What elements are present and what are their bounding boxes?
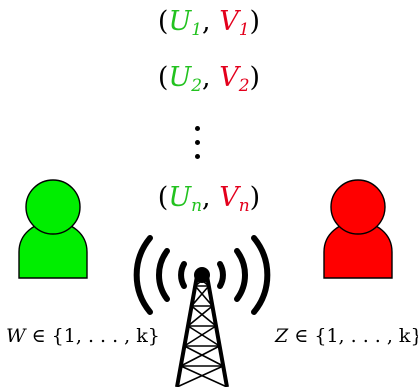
u-1-subscript: 1 <box>191 20 203 40</box>
person-icon <box>18 179 88 279</box>
wave-left-outer <box>133 235 153 315</box>
wave-right-outer <box>251 235 271 315</box>
v-n-letter: V <box>219 182 239 213</box>
wave-left-inner <box>178 261 187 289</box>
left-user-variable: W <box>6 325 26 347</box>
v-1-letter: V <box>219 6 239 37</box>
v-2-subscript: 2 <box>238 76 250 96</box>
wave-right-middle <box>234 248 248 302</box>
person-head <box>330 179 386 235</box>
u-n-subscript: n <box>191 196 203 216</box>
open-paren: ( <box>157 6 169 37</box>
v-1: V1 <box>219 6 250 40</box>
open-paren: ( <box>157 62 169 93</box>
open-paren: ( <box>157 182 169 213</box>
u-n: Un <box>168 182 203 216</box>
comma: , <box>202 62 211 93</box>
comma: , <box>202 6 211 37</box>
radio-tower-icon <box>133 235 271 387</box>
right-user-range: Z ∈ {1, . . . , k} <box>275 324 418 348</box>
u-1: U1 <box>168 6 203 40</box>
vertical-ellipsis <box>192 124 204 164</box>
u-n-letter: U <box>168 182 192 213</box>
tower-crossbars <box>180 285 224 367</box>
close-paren: ) <box>249 182 261 213</box>
close-paren: ) <box>249 62 261 93</box>
v-2-letter: V <box>219 62 239 93</box>
ellipsis-dot <box>195 140 200 145</box>
person-head <box>25 179 81 235</box>
tower-outline <box>175 275 229 387</box>
u-2-subscript: 2 <box>191 76 203 96</box>
broadcast-waves <box>133 235 271 315</box>
wave-right-inner <box>217 261 226 289</box>
pair-2: (U2, V2) <box>0 62 418 96</box>
u-2: U2 <box>168 62 203 96</box>
tower-lattice <box>175 275 229 387</box>
v-2: V2 <box>219 62 250 96</box>
left-user-set: ∈ {1, . . . , k} <box>31 325 160 347</box>
pair-n: (Un, Vn) <box>0 182 418 216</box>
v-n: Vn <box>219 182 250 216</box>
comma: , <box>202 182 211 213</box>
left-user-range: W ∈ {1, . . . , k} <box>6 324 160 348</box>
right-user-set: ∈ {1, . . . , k} <box>294 325 418 347</box>
ellipsis-dot <box>195 126 200 131</box>
ellipsis-dot <box>195 154 200 159</box>
v-n-subscript: n <box>238 196 250 216</box>
close-paren: ) <box>249 6 261 37</box>
pair-1: (U1, V1) <box>0 6 418 40</box>
tower-top <box>194 267 210 283</box>
wave-left-middle <box>156 248 170 302</box>
right-user-variable: Z <box>275 325 289 347</box>
u-1-letter: U <box>168 6 192 37</box>
u-2-letter: U <box>168 62 192 93</box>
person-icon <box>323 179 393 279</box>
v-1-subscript: 1 <box>238 20 250 40</box>
tower-braces <box>176 275 228 387</box>
